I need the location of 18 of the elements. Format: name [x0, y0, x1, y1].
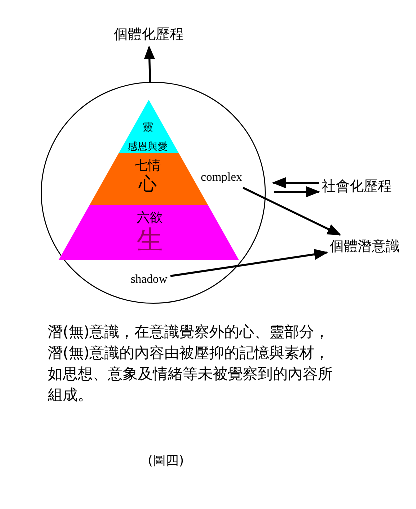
layer-label: 靈	[142, 122, 154, 135]
layer-label: 生	[137, 226, 163, 257]
layer-label: 心	[139, 174, 157, 196]
figure-caption: (圖四)	[148, 453, 184, 470]
node-label: 個體潛意識	[330, 238, 400, 256]
layer-label: 六欲	[137, 212, 163, 227]
node-label: complex	[201, 170, 242, 185]
arrow	[242, 187, 342, 236]
node-label: 社會化歷程	[322, 178, 392, 196]
arrow	[274, 186, 320, 198]
layer-label: 七情	[135, 160, 161, 174]
arrow	[272, 177, 319, 189]
arrow	[170, 249, 328, 278]
arrow	[144, 46, 156, 82]
node-label: shadow	[131, 272, 168, 287]
layer-label: 感恩與愛	[128, 142, 168, 154]
description-paragraph: 潛(無)意識，在意識覺察外的心、靈部分，潛(無)意識的內容由被壓抑的記憶與素材，如思想、意象及情緒等未被覺察到的內容所組成。	[48, 322, 334, 406]
node-label: 個體化歷程	[114, 26, 184, 44]
